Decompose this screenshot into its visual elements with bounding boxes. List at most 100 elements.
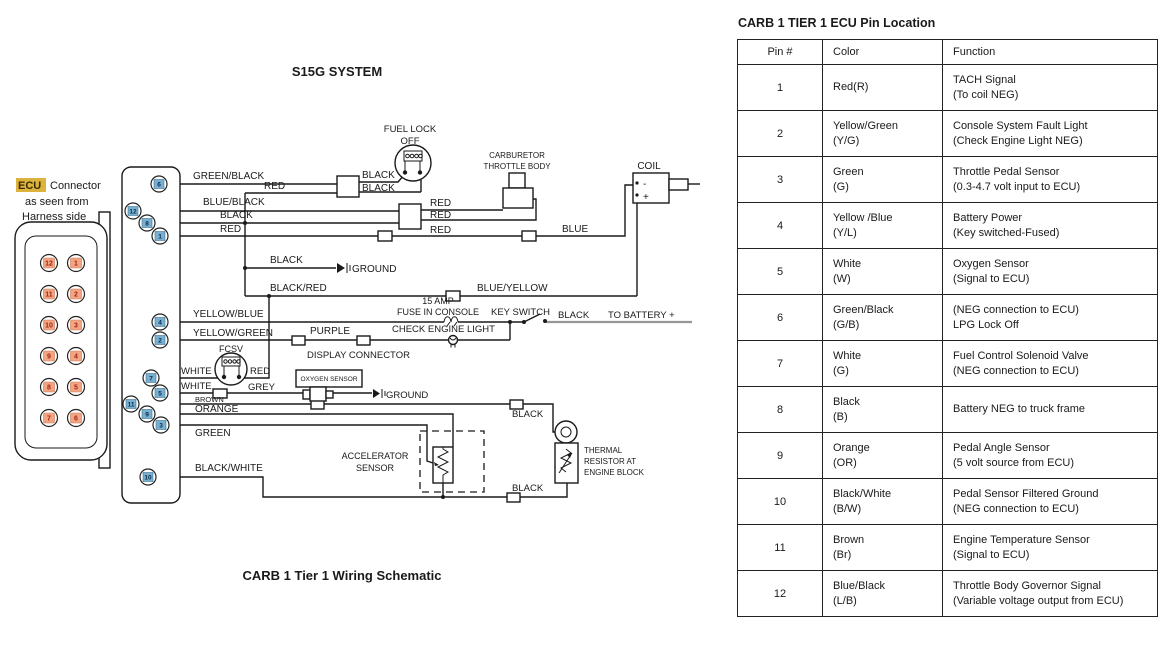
carburetor-throttle-body [502,172,534,209]
pin-color: Brown(Br) [822,524,943,571]
svg-text:TO BATTERY +: TO BATTERY + [608,310,675,321]
svg-text:8: 8 [145,221,149,228]
ecu-pin-location-panel: CARB 1 TIER 1 ECU Pin Location Pin # Col… [737,16,1158,617]
svg-text:CHECK ENGINE LIGHT: CHECK ENGINE LIGHT [392,324,495,335]
fuse-icon [443,316,459,327]
svg-text:BLACK: BLACK [512,409,544,420]
svg-text:BLACK: BLACK [362,170,395,181]
svg-text:11: 11 [45,292,53,299]
schematic-block-pins: 6 12 8 1 4 2 7 5 11 9 3 10 [122,175,170,486]
svg-text:BLUE/BLACK: BLUE/BLACK [203,197,265,208]
svg-text:8: 8 [47,385,51,392]
ecu-pin: 7 [39,408,59,428]
schematic-pin: 2 [151,331,169,349]
svg-text:WHITE: WHITE [181,366,212,377]
pin-color: Black(B) [822,386,943,433]
fcsv-valve [214,352,248,386]
schematic-title: S15G SYSTEM [292,64,382,79]
wiring-schematic: S15G SYSTEM CARB 1 Tier 1 Wiring Schemat… [14,64,700,583]
svg-text:2: 2 [74,292,78,299]
svg-text:GROUND: GROUND [386,390,428,401]
pin-function: Oxygen Sensor(Signal to ECU) [942,248,1158,295]
svg-text:RED: RED [250,366,270,377]
svg-text:RED: RED [430,210,451,221]
svg-text:ORANGE: ORANGE [195,404,239,415]
ecu-connector-graphic [14,211,111,469]
svg-text:3: 3 [74,323,78,330]
thermal-resistor [554,420,579,484]
pin-number: 6 [737,294,823,341]
svg-text:YELLOW/GREEN: YELLOW/GREEN [193,328,273,339]
inline-connectors [212,175,537,503]
pin-function: Fuel Control Solenoid Valve(NEG connecti… [942,340,1158,387]
svg-text:2: 2 [158,338,162,345]
pin-color: Blue/Black(L/B) [822,570,943,617]
junction-dots [243,221,512,499]
svg-text:3: 3 [159,423,163,430]
pin-function: Engine Temperature Sensor(Signal to ECU) [942,524,1158,571]
svg-text:FUSE IN CONSOLE: FUSE IN CONSOLE [397,307,479,317]
svg-text:RED: RED [430,198,451,209]
svg-text:BLACK: BLACK [270,255,303,266]
svg-text:BLACK/RED: BLACK/RED [270,283,327,294]
table-title: CARB 1 TIER 1 ECU Pin Location [738,16,936,30]
pin-function: Console System Fault Light(Check Engine … [942,110,1158,157]
svg-text:ACCELERATOR: ACCELERATOR [342,451,409,461]
svg-text:10: 10 [144,475,152,482]
pin-function: Battery Power(Key switched-Fused) [942,202,1158,249]
svg-text:-: - [643,179,646,190]
svg-text:Connector: Connector [50,180,101,192]
svg-text:THERMAL: THERMAL [584,446,623,455]
svg-text:BLUE/YELLOW: BLUE/YELLOW [477,283,548,294]
wires [133,174,700,498]
pin-color: Red(R) [822,64,943,111]
pin-number: 11 [737,524,823,571]
svg-text:RED: RED [430,225,451,236]
pin-number: 2 [737,110,823,157]
pin-color: Yellow /Blue(Y/L) [822,202,943,249]
ecu-pin: 10 [39,315,59,335]
svg-text:YELLOW/BLUE: YELLOW/BLUE [193,309,264,320]
ecu-pin: 3 [66,315,86,335]
schematic-pin: 4 [151,313,169,331]
accelerator-sensor [419,430,485,493]
schematic-pin: 5 [151,384,169,402]
svg-text:OFF: OFF [401,136,420,147]
key-switch-symbol [522,319,547,324]
svg-text:FUEL LOCK: FUEL LOCK [384,124,437,135]
svg-text:4: 4 [158,320,162,327]
svg-text:+: + [643,192,649,203]
oxygen-sensor: OXYGEN SENSOR [295,369,363,402]
svg-text:KEY SWITCH: KEY SWITCH [491,307,550,318]
svg-text:BROWN: BROWN [195,395,224,404]
svg-text:10: 10 [45,323,53,330]
pin-color: Green/Black(G/B) [822,294,943,341]
wire-labels: GREEN/BLACK BLUE/BLACK BLACK RED BLACK B… [181,124,675,494]
pin-function: TACH Signal(To coil NEG) [942,64,1158,111]
pin-number: 12 [737,570,823,617]
pin-number: 7 [737,340,823,387]
svg-text:GREEN: GREEN [195,428,231,439]
svg-text:as seen from: as seen from [25,196,89,208]
table-header-row: Pin # Color Function [737,39,1158,65]
schematic-svg: S15G SYSTEM CARB 1 Tier 1 Wiring Schemat… [14,64,700,583]
svg-text:BLACK: BLACK [220,210,253,221]
svg-text:11: 11 [128,402,135,409]
ignition-coil: - + [632,172,689,204]
svg-text:1: 1 [158,234,162,241]
svg-text:RED: RED [264,181,285,192]
ground-symbol [373,389,386,398]
svg-text:4: 4 [74,354,78,361]
ecu-pin: 6 [66,408,86,428]
schematic-pin: 8 [138,214,156,232]
svg-text:COIL: COIL [637,161,661,172]
pin-color: White(G) [822,340,943,387]
ecu-pin: 11 [39,284,59,304]
svg-text:9: 9 [47,354,51,361]
svg-text:RED: RED [220,224,241,235]
svg-text:BLUE: BLUE [562,224,588,235]
pin-function: Pedal Angle Sensor(5 volt source from EC… [942,432,1158,479]
